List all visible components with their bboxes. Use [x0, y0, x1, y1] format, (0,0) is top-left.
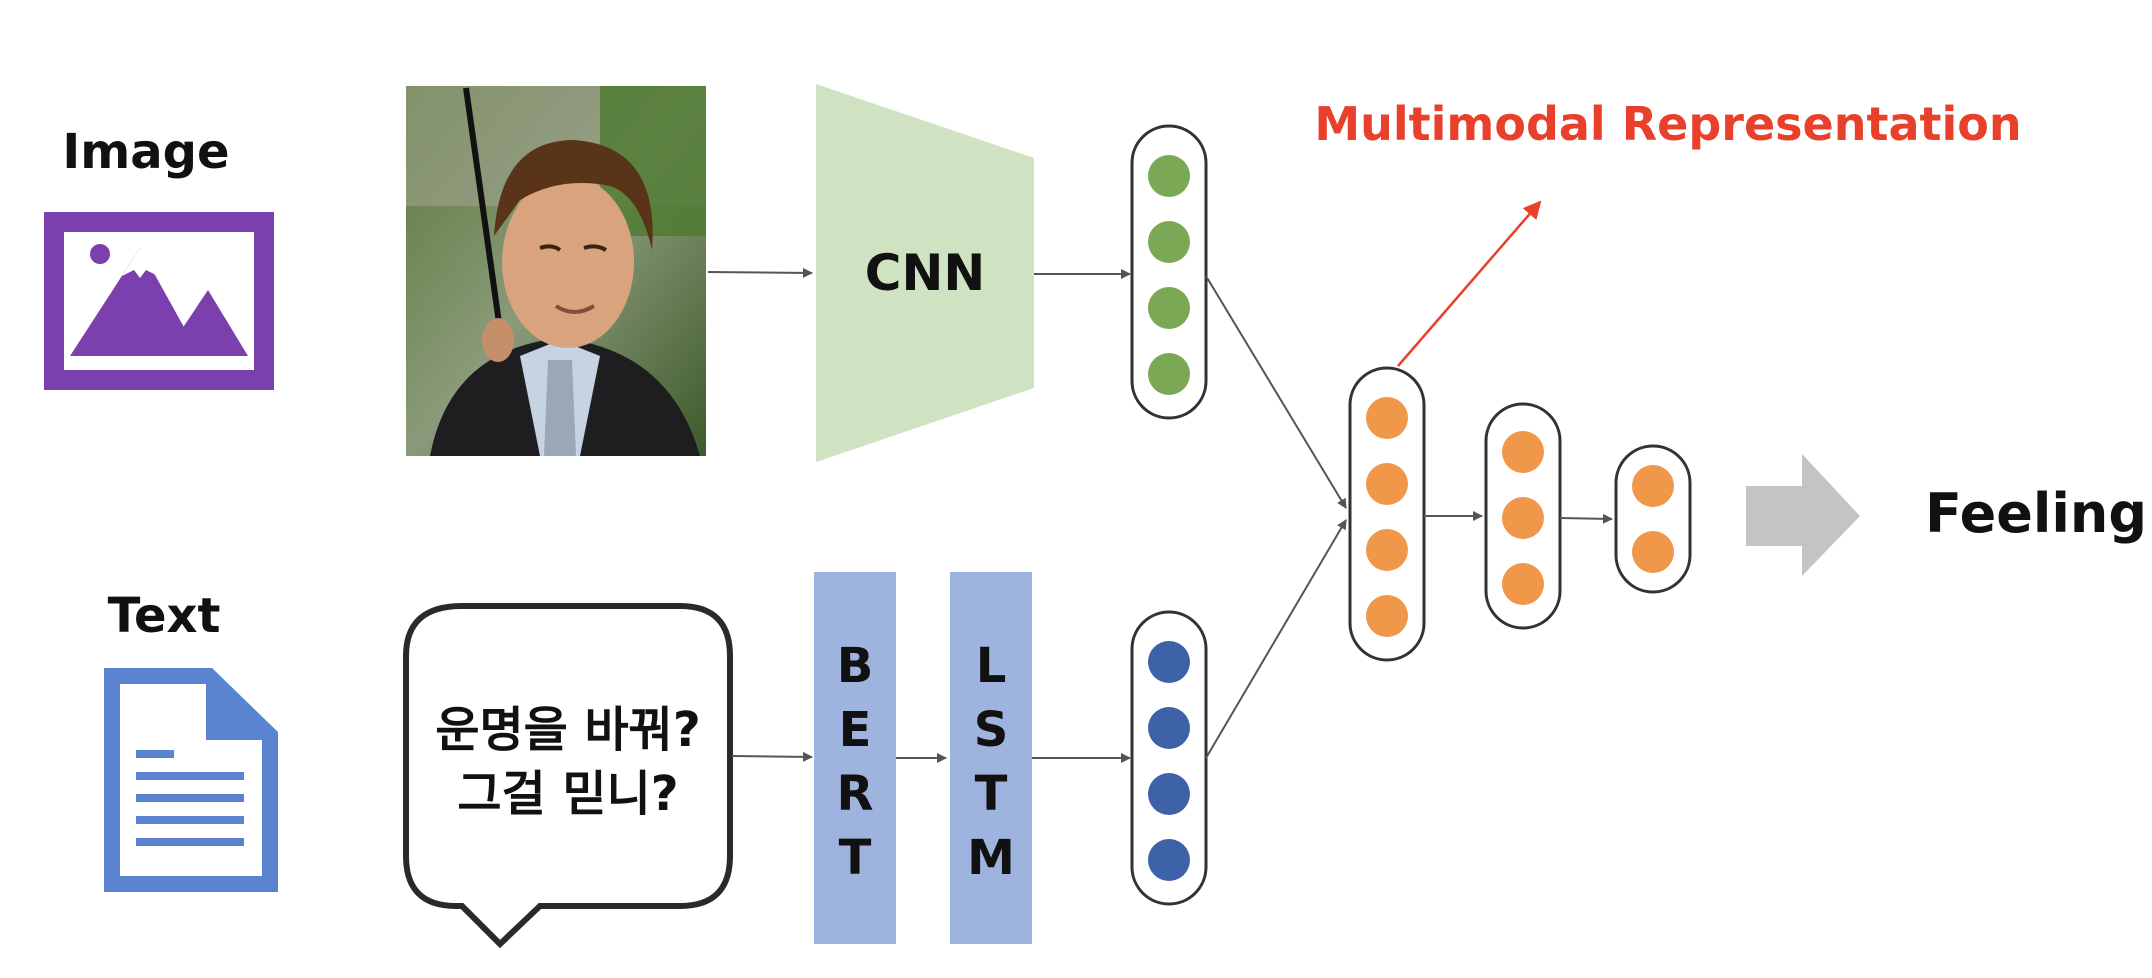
arrow-image-to-fusion	[1205, 275, 1347, 509]
text-label: Text	[108, 588, 221, 644]
text-feature-node	[1148, 641, 1190, 683]
bert-label: B E R T	[837, 638, 874, 886]
text-feature-node	[1148, 707, 1190, 749]
svg-text:L: L	[976, 638, 1007, 694]
image-icon	[44, 212, 274, 390]
hidden-node	[1502, 431, 1544, 473]
image-feature-node	[1148, 287, 1190, 329]
fusion-node	[1366, 463, 1408, 505]
speech-line-1: 운명을 바꿔?	[435, 702, 700, 758]
svg-text:T: T	[975, 766, 1008, 822]
lstm-label: L S T M	[967, 638, 1015, 886]
arrow-photo-to-cnn	[707, 267, 813, 278]
cnn-label: CNN	[865, 244, 985, 302]
arrow-to-multimodal-label	[1397, 200, 1542, 367]
output-vector	[1614, 444, 1692, 594]
text-feature-node	[1148, 773, 1190, 815]
hidden-node	[1502, 497, 1544, 539]
photo-man-with-umbrella	[406, 86, 706, 456]
hidden-vector	[1484, 402, 1562, 630]
text-feature-node	[1148, 839, 1190, 881]
arrow-hidden-to-output	[1559, 513, 1613, 524]
right-arrow-icon	[1746, 454, 1860, 576]
multimodal-label: Multimodal Representation	[1314, 97, 2021, 151]
arrow-text-to-fusion	[1205, 519, 1347, 759]
multimodal-vector	[1348, 366, 1426, 662]
svg-text:M: M	[967, 830, 1015, 886]
arrow-text-to-bert	[731, 751, 813, 762]
speech-bubble	[403, 603, 733, 949]
cnn-block	[816, 84, 1034, 462]
svg-text:S: S	[974, 702, 1009, 758]
image-feature-node	[1148, 155, 1190, 197]
svg-text:B: B	[837, 638, 874, 694]
output-node	[1632, 531, 1674, 573]
svg-text:R: R	[837, 766, 874, 822]
image-feature-node	[1148, 221, 1190, 263]
lstm-block	[950, 572, 1032, 944]
document-icon	[104, 668, 278, 892]
image-feature-node	[1148, 353, 1190, 395]
output-node	[1632, 465, 1674, 507]
fusion-node	[1366, 529, 1408, 571]
fusion-node	[1366, 397, 1408, 439]
text-feature-vector	[1130, 610, 1208, 906]
fusion-node	[1366, 595, 1408, 637]
svg-text:E: E	[839, 702, 872, 758]
speech-line-2: 그걸 믿니?	[457, 766, 678, 822]
image-label: Image	[62, 124, 229, 180]
feeling-label: Feeling	[1925, 482, 2147, 545]
image-feature-vector	[1130, 124, 1208, 420]
hidden-node	[1502, 563, 1544, 605]
bert-block	[814, 572, 896, 944]
svg-text:T: T	[839, 830, 872, 886]
